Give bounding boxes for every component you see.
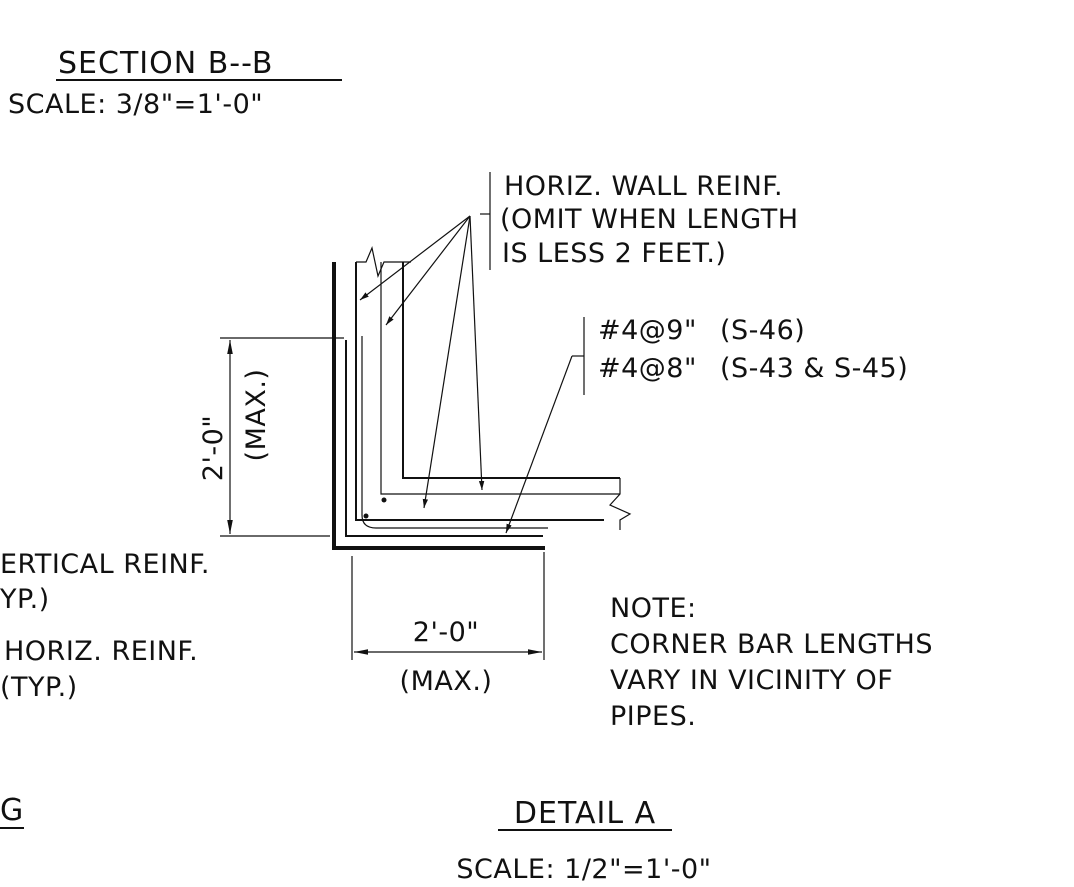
svg-text:CORNER BAR LENGTHS: CORNER BAR LENGTHS	[610, 629, 933, 660]
dimension-vertical: 2'-0" (MAX.)	[198, 337, 344, 537]
svg-text:(MAX.): (MAX.)	[241, 369, 272, 462]
svg-text:#4@9": #4@9"	[598, 315, 697, 346]
note-block: NOTE: CORNER BAR LENGTHS VARY IN VICINIT…	[610, 593, 933, 732]
svg-text:(OMIT WHEN LENGTH: (OMIT WHEN LENGTH	[500, 204, 799, 235]
svg-text:#4@8": #4@8"	[598, 353, 697, 384]
svg-text:2'-0": 2'-0"	[413, 617, 479, 648]
svg-text:YP.): YP.)	[0, 584, 50, 615]
svg-text:VARY IN VICINITY OF: VARY IN VICINITY OF	[610, 665, 893, 696]
svg-text:PIPES.: PIPES.	[610, 701, 696, 732]
section-title: SECTION B--B	[58, 46, 273, 81]
svg-text:(S-43 & S-45): (S-43 & S-45)	[720, 353, 908, 384]
svg-text:HORIZ. REINF.: HORIZ. REINF.	[4, 636, 198, 667]
svg-text:NOTE:: NOTE:	[610, 593, 697, 624]
callout-horiz-wall-reinf: HORIZ. WALL REINF. (OMIT WHEN LENGTH IS …	[359, 171, 799, 509]
detail-scale: SCALE: 1/2"=1'-0"	[456, 854, 711, 885]
dimension-horizontal: 2'-0" (MAX.)	[351, 552, 545, 697]
svg-text:IS LESS 2 FEET.): IS LESS 2 FEET.)	[502, 238, 726, 269]
label-horiz-reinf: HORIZ. REINF. (TYP.)	[0, 636, 198, 703]
bottom-left-title-fragment: G	[0, 793, 24, 828]
svg-text:2'-0": 2'-0"	[198, 415, 229, 481]
svg-text:HORIZ. WALL REINF.: HORIZ. WALL REINF.	[504, 171, 783, 202]
section-scale: SCALE: 3/8"=1'-0"	[8, 89, 263, 120]
label-vertical-reinf: ERTICAL REINF. YP.)	[0, 549, 210, 615]
svg-text:(S-46): (S-46)	[720, 315, 805, 346]
detail-title: DETAIL A	[514, 796, 656, 831]
svg-text:(MAX.): (MAX.)	[400, 666, 493, 697]
wall-corner-outline	[332, 246, 632, 550]
callout-bar-schedule: #4@9" (S-46) #4@8" (S-43 & S-45)	[505, 315, 908, 534]
svg-text:ERTICAL REINF.: ERTICAL REINF.	[0, 549, 210, 580]
svg-text:(TYP.): (TYP.)	[0, 672, 78, 703]
